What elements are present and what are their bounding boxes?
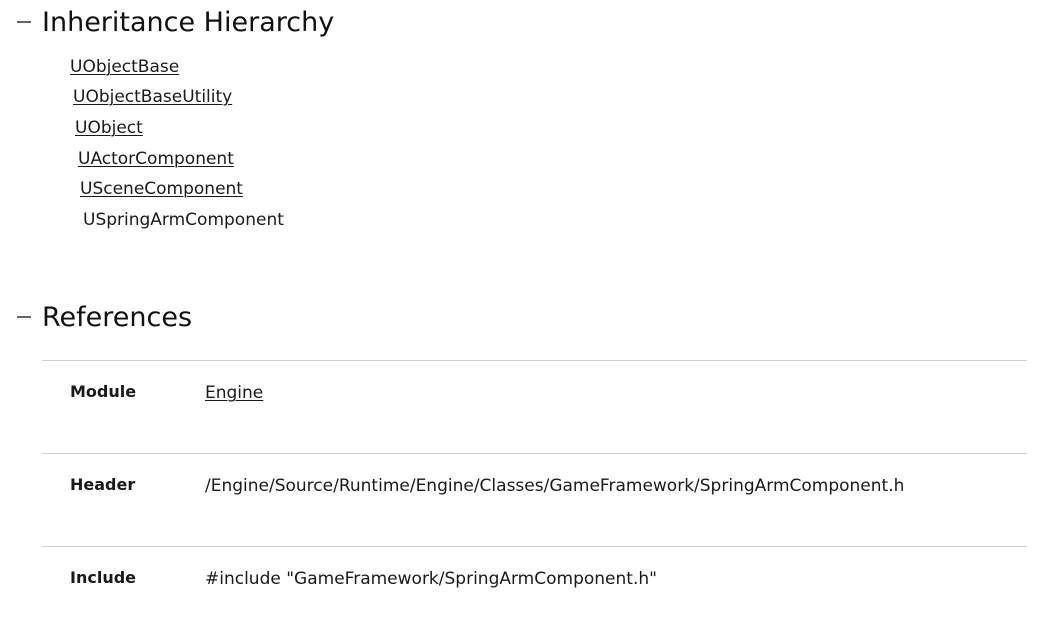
- collapse-inheritance-icon[interactable]: [17, 12, 32, 32]
- hierarchy-current-class: USpringArmComponent: [83, 210, 284, 230]
- reference-row-module: Module Engine: [42, 360, 1027, 453]
- references-table: Module Engine Header /Engine/Source/Runt…: [42, 360, 1027, 639]
- references-title: References: [42, 302, 193, 333]
- hierarchy-link-uobjectbaseutility[interactable]: UObjectBaseUtility: [73, 87, 233, 107]
- reference-row-header: Header /Engine/Source/Runtime/Engine/Cla…: [42, 453, 1027, 546]
- reference-label-header: Header: [70, 475, 136, 494]
- reference-label-include: Include: [70, 568, 137, 587]
- hierarchy-link-uactorcomponent[interactable]: UActorComponent: [78, 149, 234, 169]
- module-link-engine[interactable]: Engine: [205, 383, 264, 403]
- reference-label-module: Module: [70, 382, 137, 401]
- inheritance-title: Inheritance Hierarchy: [42, 7, 335, 38]
- collapse-references-icon[interactable]: [17, 307, 32, 327]
- reference-row-include: Include #include "GameFramework/SpringAr…: [42, 546, 1027, 639]
- hierarchy-link-uobject[interactable]: UObject: [75, 118, 143, 138]
- hierarchy-link-uscenecomponent[interactable]: USceneComponent: [80, 179, 243, 199]
- include-directive: #include "GameFramework/SpringArmCompone…: [205, 569, 657, 589]
- header-path: /Engine/Source/Runtime/Engine/Classes/Ga…: [205, 476, 905, 496]
- hierarchy-link-uobjectbase[interactable]: UObjectBase: [70, 57, 180, 77]
